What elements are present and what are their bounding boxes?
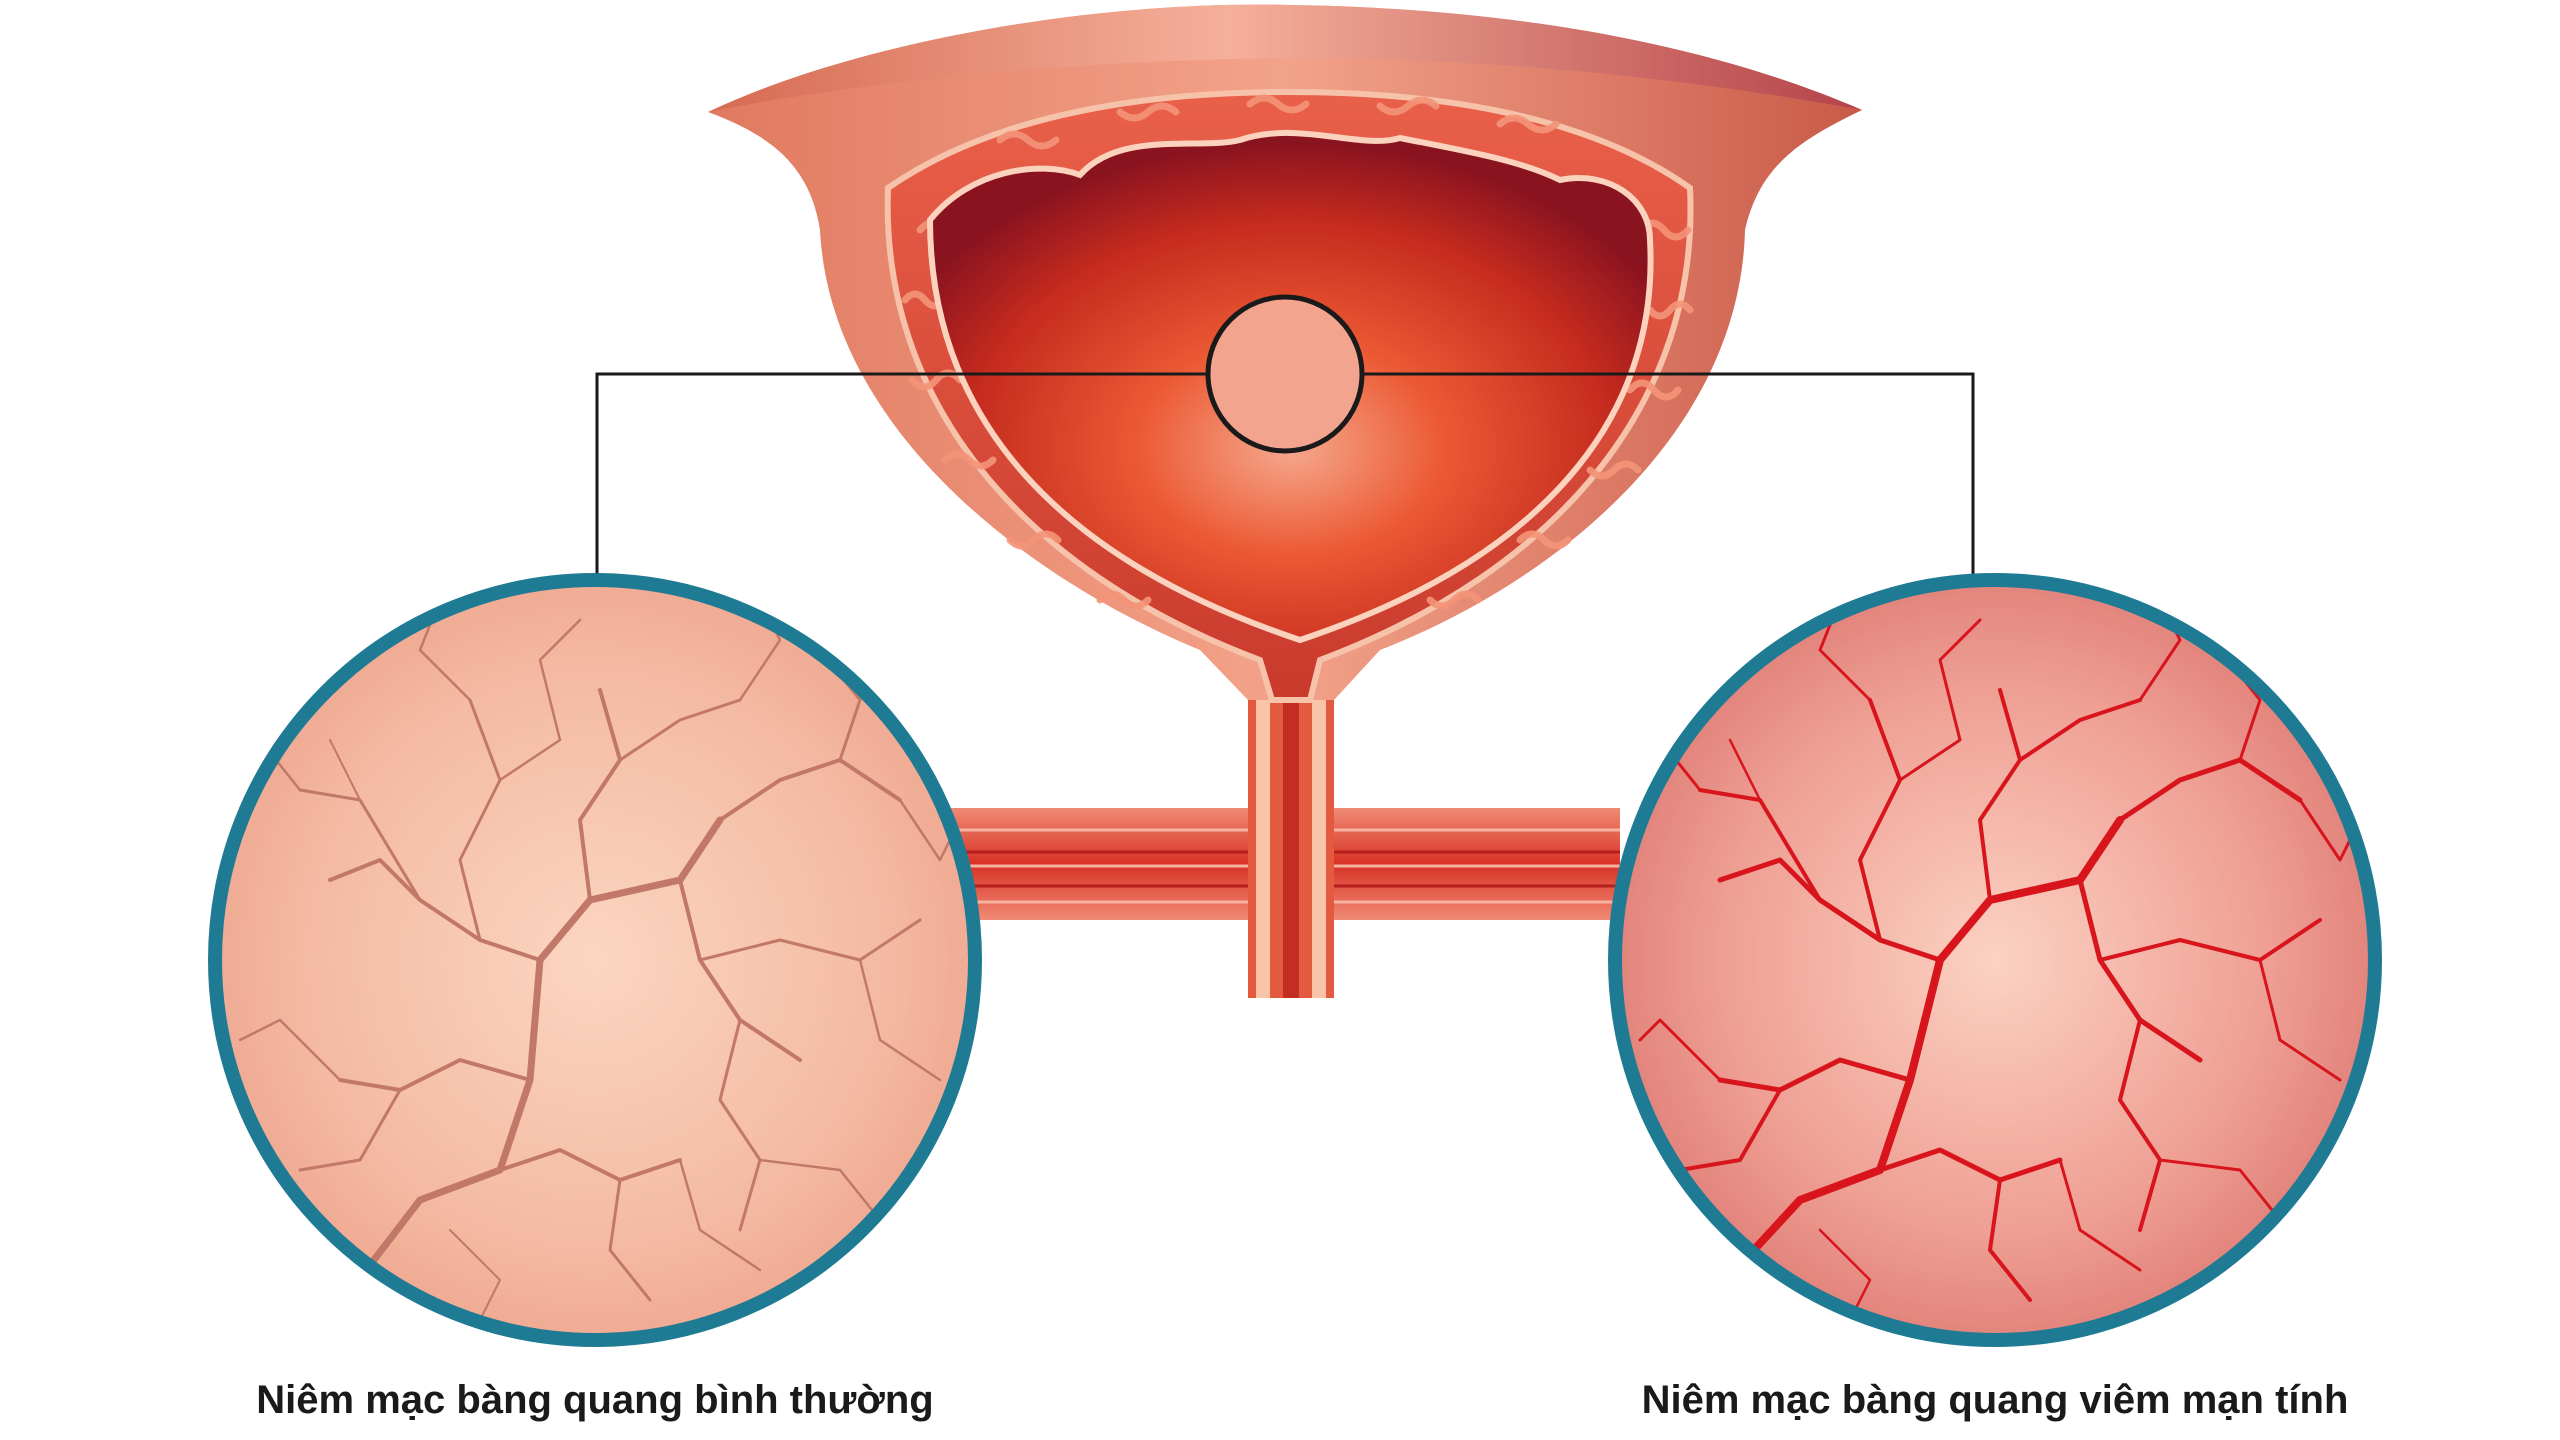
- connector-lines: [595, 372, 1975, 578]
- inflamed-mucosa-view: [1608, 573, 2382, 1347]
- inflamed-circle-border: [1608, 573, 2382, 1347]
- caption-chronic-inflamed-mucosa: Niêm mạc bàng quang viêm mạn tính: [1641, 1378, 2349, 1422]
- focus-circle: [1205, 294, 1365, 454]
- normal-circle-border: [208, 573, 982, 1347]
- normal-mucosa-view: [208, 573, 982, 1347]
- caption-normal-mucosa: Niêm mạc bàng quang bình thường: [256, 1378, 934, 1422]
